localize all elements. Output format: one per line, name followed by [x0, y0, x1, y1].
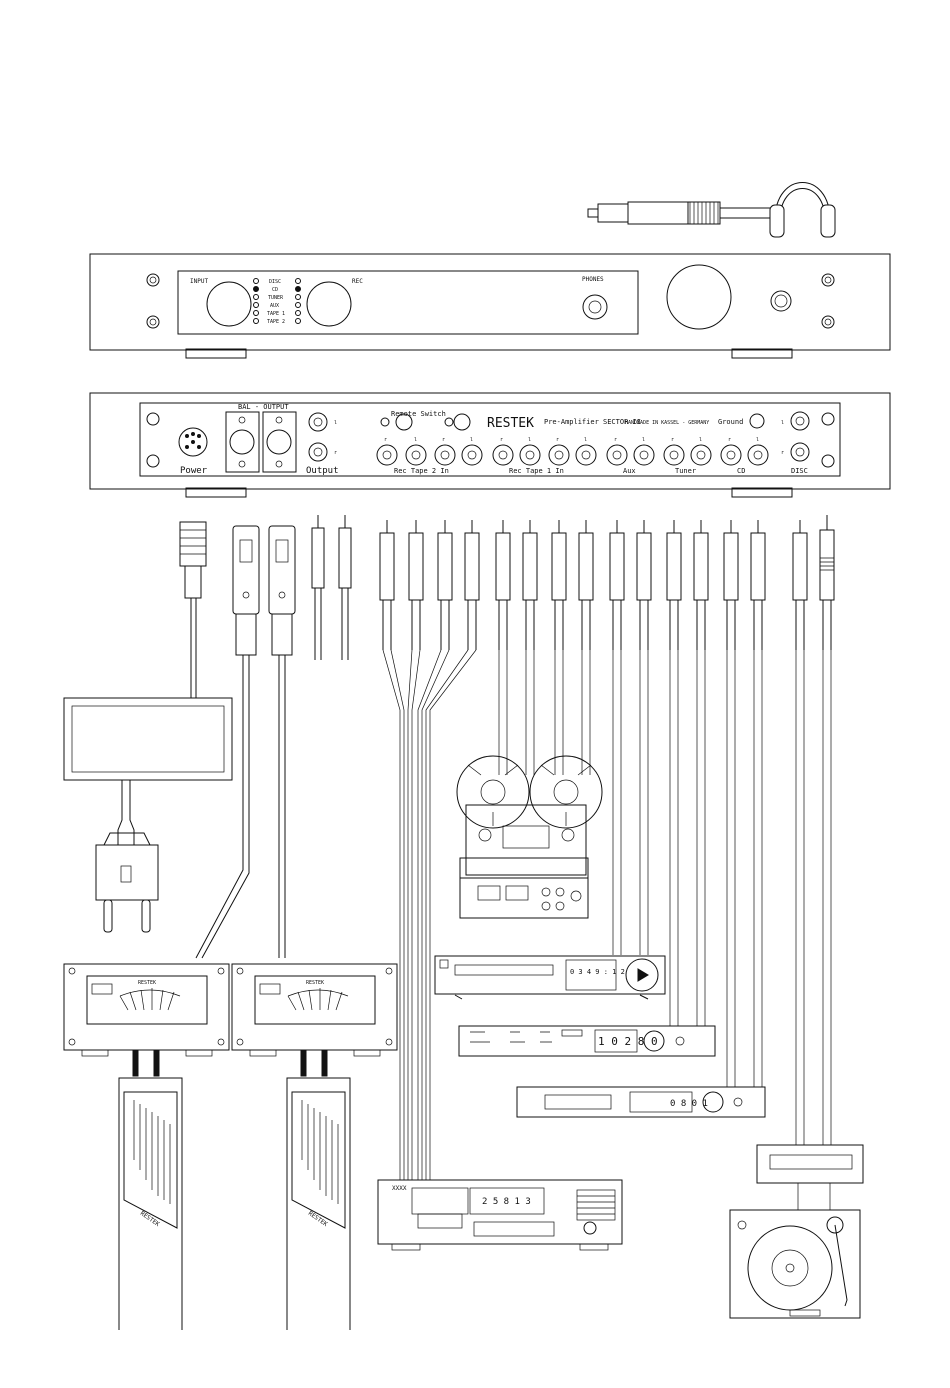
- tuner-label: Tuner: [675, 467, 696, 475]
- remote-jack-2[interactable]: [453, 413, 471, 431]
- input-selector-knob[interactable]: [206, 281, 252, 327]
- volume-knob[interactable]: [666, 264, 732, 330]
- svg-text:l: l: [781, 420, 784, 426]
- power-connector[interactable]: [178, 427, 208, 457]
- svg-text:RESTEK: RESTEK: [306, 980, 324, 986]
- reel-to-reel-tape-deck: [456, 755, 603, 919]
- svg-text:l: l: [528, 437, 531, 443]
- rca-input-plugs: [379, 515, 835, 650]
- svg-text:r: r: [556, 437, 559, 443]
- origin-label: HANDMADE IN KASSEL - GERMANY: [625, 420, 709, 426]
- xlr-output-right[interactable]: [266, 429, 292, 455]
- svg-text:r: r: [500, 437, 503, 443]
- source-tuner-label: TUNER: [268, 295, 284, 301]
- source-cables: [612, 650, 832, 1210]
- cassette-deck: XXXX 2 5 8 1 3: [377, 1179, 623, 1251]
- svg-text:l: l: [584, 437, 587, 443]
- ground-terminal[interactable]: [749, 413, 765, 429]
- preamp-rear-panel: Power BAL - OUTPUT Output Remote Switch …: [89, 392, 891, 498]
- tape1-label: Rec Tape 1 In: [509, 467, 564, 475]
- remote-switch-label: Remote Switch: [391, 410, 446, 418]
- xlr-cable-left: [195, 525, 260, 959]
- power-supply-unit: [63, 697, 233, 845]
- tuner-display: 1 0 2 8 0: [598, 1035, 658, 1048]
- cd-display: 0 3 4 9 : 1 2: [570, 968, 625, 976]
- preamp-front-panel: INPUT REC DISC CD TUNER AUX TAPE 1 TAPE …: [89, 253, 891, 359]
- mains-plug-icon: [95, 832, 159, 933]
- svg-text:r: r: [781, 450, 784, 456]
- svg-text:l: l: [470, 437, 473, 443]
- headphones-icon: [769, 182, 836, 238]
- rca-output-left[interactable]: [308, 412, 328, 432]
- svg-text:l: l: [642, 437, 645, 443]
- source-aux-label: AUX: [270, 303, 279, 309]
- svg-text:RESTEK: RESTEK: [139, 1210, 161, 1228]
- svg-text:r: r: [442, 437, 445, 443]
- phono-stage: [756, 1144, 864, 1184]
- svg-text:r: r: [334, 450, 337, 456]
- svg-text:r: r: [671, 437, 674, 443]
- cassette-display: 2 5 8 1 3: [482, 1197, 531, 1207]
- tuner: 1 0 2 8 0: [458, 1025, 716, 1057]
- xlr-output-left[interactable]: [229, 429, 255, 455]
- headphone-plug-icon: [587, 201, 770, 225]
- turntable: [729, 1209, 861, 1319]
- disc-label: DISC: [791, 467, 808, 475]
- rec-selector-knob[interactable]: [306, 281, 352, 327]
- rca-output-right[interactable]: [308, 442, 328, 462]
- svg-text:r: r: [614, 437, 617, 443]
- power-amp-left: RESTEK: [63, 963, 230, 1057]
- svg-text:RESTEK: RESTEK: [307, 1210, 329, 1228]
- power-cable: [179, 521, 207, 698]
- svg-text:l: l: [699, 437, 702, 443]
- rear-brand: RESTEK: [487, 416, 534, 431]
- svg-text:l: l: [414, 437, 417, 443]
- ground-label: Ground: [718, 418, 743, 426]
- rca-input-row: [376, 411, 810, 466]
- rec-label: REC: [352, 278, 363, 285]
- svg-text:r: r: [728, 437, 731, 443]
- speaker-left: RESTEK: [118, 1077, 183, 1330]
- model-label: Pre-Amplifier SECTOR II: [544, 418, 641, 426]
- tape1-cables: [498, 650, 591, 775]
- input-label: INPUT: [190, 278, 208, 285]
- source-tape2-label: TAPE 2: [267, 319, 285, 325]
- remote-jack-1[interactable]: [395, 413, 413, 431]
- source-disc-label: DISC: [269, 279, 281, 285]
- power-button[interactable]: [770, 290, 792, 312]
- bal-output-label: BAL - OUTPUT: [238, 403, 289, 411]
- tape2-cables: [382, 649, 477, 1180]
- cd-dac-unit: 0 8 0 1: [516, 1086, 766, 1118]
- phones-label: PHONES: [582, 276, 604, 283]
- power-label: Power: [180, 466, 208, 476]
- rca-output-plugs: [311, 515, 352, 660]
- tape2-label: Rec Tape 2 In: [394, 467, 449, 475]
- svg-text:r: r: [384, 437, 387, 443]
- xlr-cable-right: [268, 525, 296, 958]
- cassette-brand: XXXX: [392, 1185, 407, 1192]
- source-cd-label: CD: [272, 287, 278, 293]
- output-label: Output: [306, 466, 339, 476]
- svg-text:l: l: [334, 420, 337, 426]
- dac-display: 0 8 0 1: [670, 1099, 708, 1109]
- cd-label: CD: [737, 467, 745, 475]
- cd-player: 0 3 4 9 : 1 2: [434, 955, 666, 1000]
- svg-text:l: l: [756, 437, 759, 443]
- source-tape1-label: TAPE 1: [267, 311, 285, 317]
- speaker-right: RESTEK: [286, 1077, 351, 1330]
- phones-jack[interactable]: [582, 294, 608, 320]
- svg-text:RESTEK: RESTEK: [138, 980, 156, 986]
- power-amp-right: RESTEK: [231, 963, 398, 1057]
- aux-label: Aux: [623, 467, 636, 475]
